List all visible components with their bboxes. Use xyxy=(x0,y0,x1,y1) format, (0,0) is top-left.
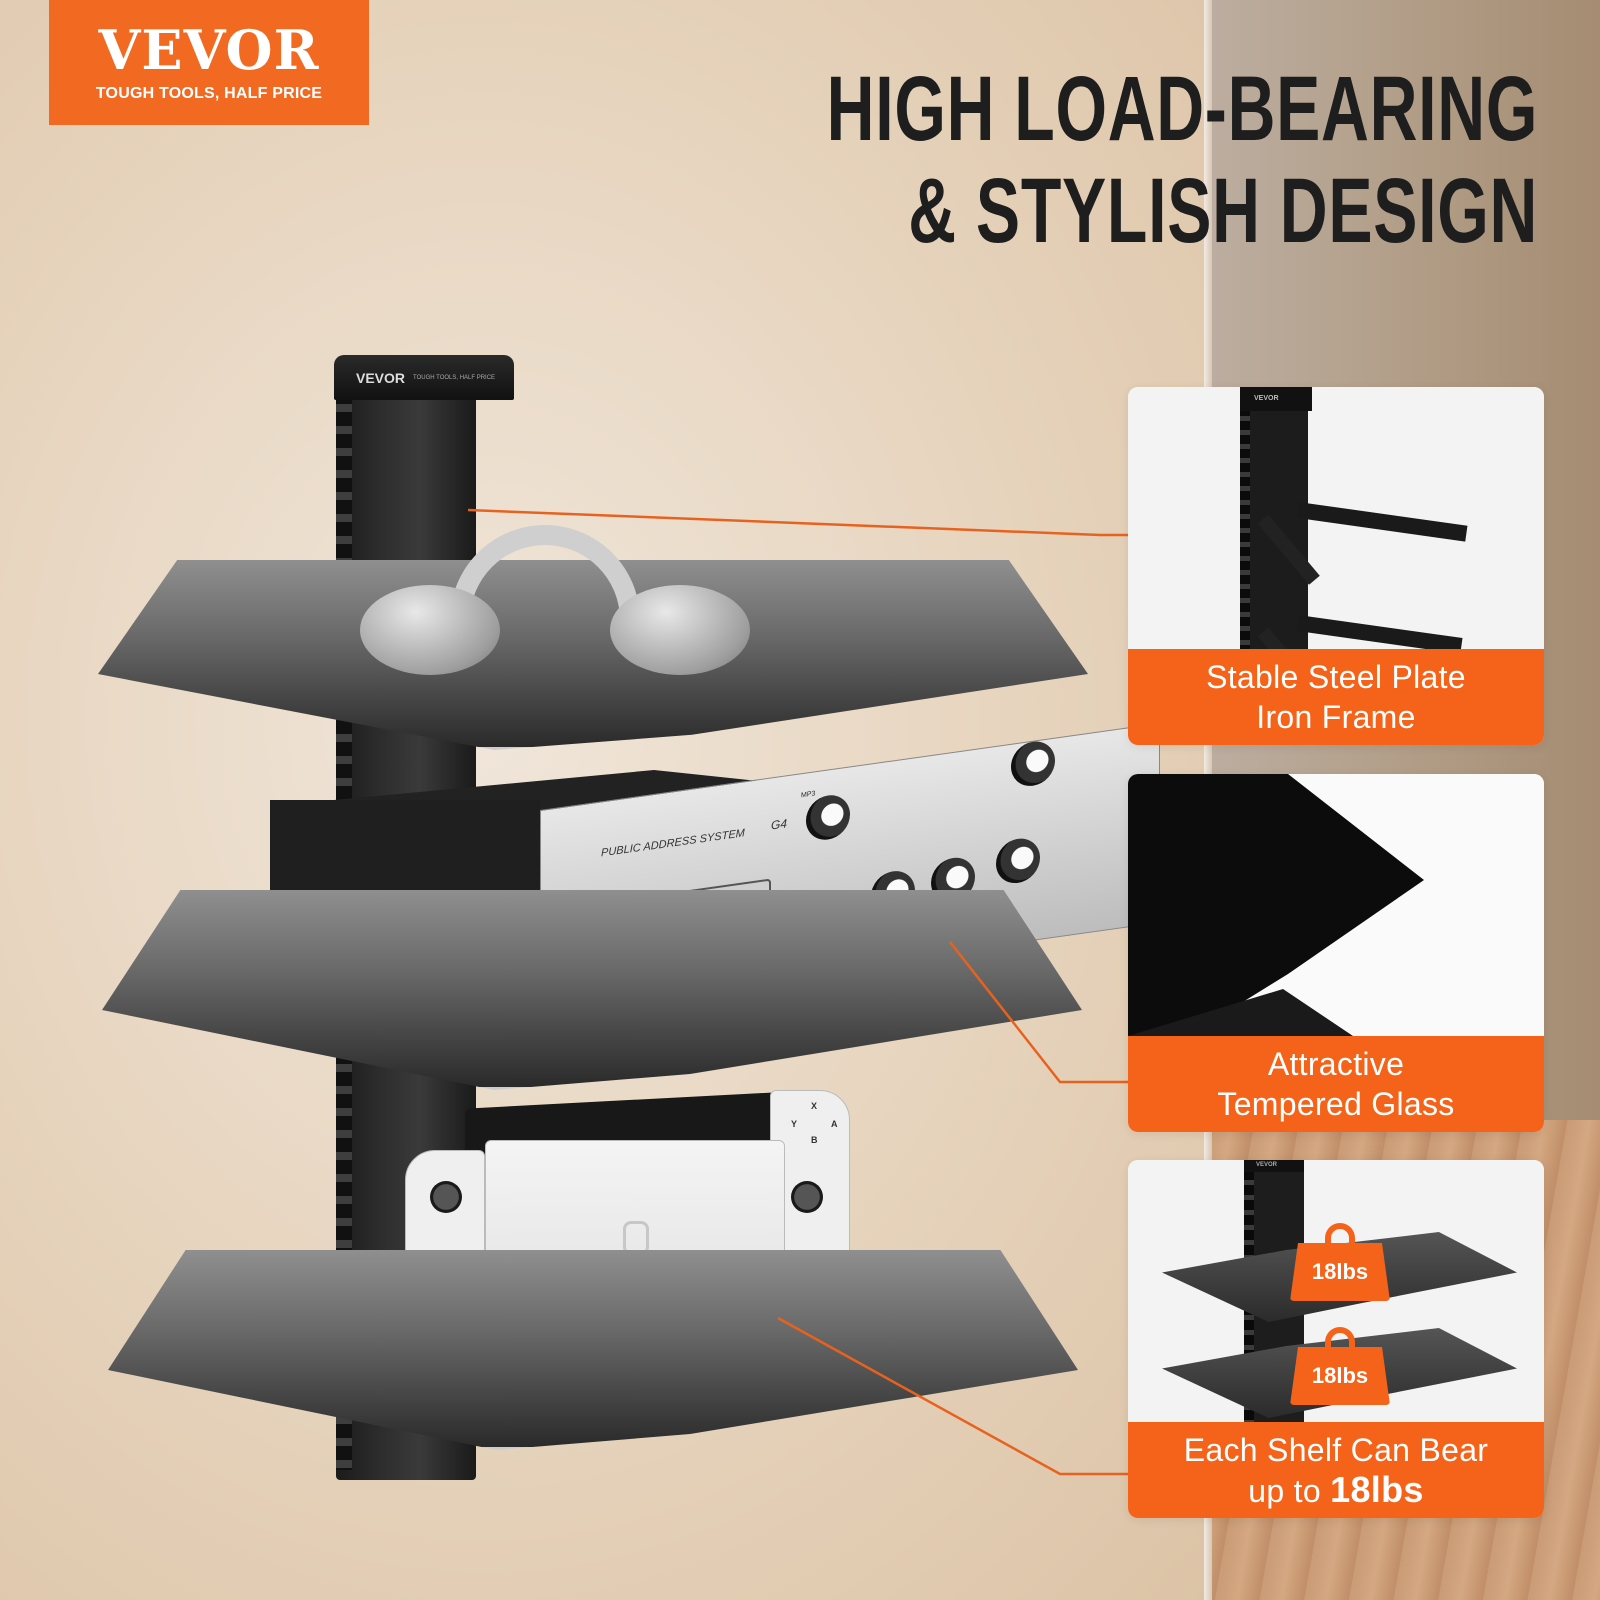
caption-line-2: Tempered Glass xyxy=(1217,1086,1455,1122)
weight-label: 18lbs xyxy=(1290,1347,1390,1405)
joystick-icon xyxy=(791,1181,823,1213)
brand-name: VEVOR xyxy=(98,17,320,82)
knob-icon xyxy=(996,835,1040,886)
switch-logo-icon xyxy=(623,1221,649,1255)
weight-badge-upper: 18lbs xyxy=(1290,1223,1390,1303)
frame-cap: VEVOR xyxy=(1240,387,1312,411)
headphones xyxy=(360,525,750,705)
product-illustration: VEVOR TOUGH TOOLS, HALF PRICE PUBLIC ADD… xyxy=(98,355,1160,1480)
button-x: X xyxy=(811,1101,818,1111)
amplifier-mp3-label: MP3 xyxy=(801,790,816,800)
weight-icon xyxy=(1325,1223,1355,1249)
feature-card-steel-frame: VEVOR Stable Steel Plate Iron Frame xyxy=(1128,387,1544,745)
caption-line-1: Attractive xyxy=(1267,1046,1405,1082)
caption-line-2: up to 18lbs xyxy=(1128,1470,1544,1511)
caption-line-2-prefix: up to xyxy=(1248,1473,1331,1509)
headphones-left-cup xyxy=(360,585,500,675)
brand-tagline: TOUGH TOOLS, HALF PRICE xyxy=(95,84,323,102)
button-a: A xyxy=(831,1119,838,1129)
caption-line-1: Each Shelf Can Bear xyxy=(1183,1432,1489,1468)
headline: HIGH LOAD-BEARING & STYLISH DESIGN xyxy=(550,58,1538,262)
weight-label: 18lbs xyxy=(1290,1243,1390,1301)
feature-caption-steel-frame: Stable Steel Plate Iron Frame xyxy=(1128,649,1544,745)
frame-column-ridges xyxy=(1240,407,1250,649)
column-cap-tagline: TOUGH TOOLS, HALF PRICE xyxy=(413,374,496,381)
headphones-right-cup xyxy=(610,585,750,675)
feature-card-tempered-glass: Attractive Tempered Glass xyxy=(1128,774,1544,1132)
knob-icon xyxy=(806,792,850,843)
headline-line-1: HIGH LOAD-BEARING xyxy=(826,58,1538,160)
glass-shelf-middle xyxy=(102,890,1082,1090)
amplifier-model: G4 xyxy=(771,816,788,833)
button-y: Y xyxy=(791,1119,798,1129)
feature-card-load-capacity: VEVOR 18lbs 18lbs Each Shelf Can Bear up… xyxy=(1128,1160,1544,1518)
amplifier-label: PUBLIC ADDRESS SYSTEM xyxy=(601,827,745,860)
joystick-icon xyxy=(430,1181,462,1213)
caption-line-2: Iron Frame xyxy=(1256,699,1416,735)
feature-image-load-capacity: VEVOR 18lbs 18lbs xyxy=(1128,1160,1544,1422)
brand-logo: VEVOR TOUGH TOOLS, HALF PRICE xyxy=(49,0,369,125)
frame-arm-upper xyxy=(1296,502,1468,542)
frame-column xyxy=(1240,387,1308,649)
caption-line-2-bold: 18lbs xyxy=(1330,1469,1424,1510)
column-cap-brand: VEVOR xyxy=(356,369,406,386)
weight-badge-lower: 18lbs xyxy=(1290,1327,1390,1407)
feature-caption-load-capacity: Each Shelf Can Bear up to 18lbs xyxy=(1128,1422,1544,1518)
feature-caption-tempered-glass: Attractive Tempered Glass xyxy=(1128,1036,1544,1132)
knob-icon xyxy=(1011,738,1055,789)
button-b: B xyxy=(811,1135,818,1145)
feature-image-steel-frame: VEVOR xyxy=(1128,387,1544,683)
load-column-cap: VEVOR xyxy=(1244,1160,1304,1172)
glass-shelf-bottom xyxy=(108,1250,1078,1450)
caption-line-1: Stable Steel Plate xyxy=(1206,659,1466,695)
mount-column-cap: VEVOR TOUGH TOOLS, HALF PRICE xyxy=(334,355,514,400)
weight-icon xyxy=(1325,1327,1355,1353)
feature-image-tempered-glass xyxy=(1128,774,1544,1036)
headline-line-2: & STYLISH DESIGN xyxy=(908,160,1538,262)
